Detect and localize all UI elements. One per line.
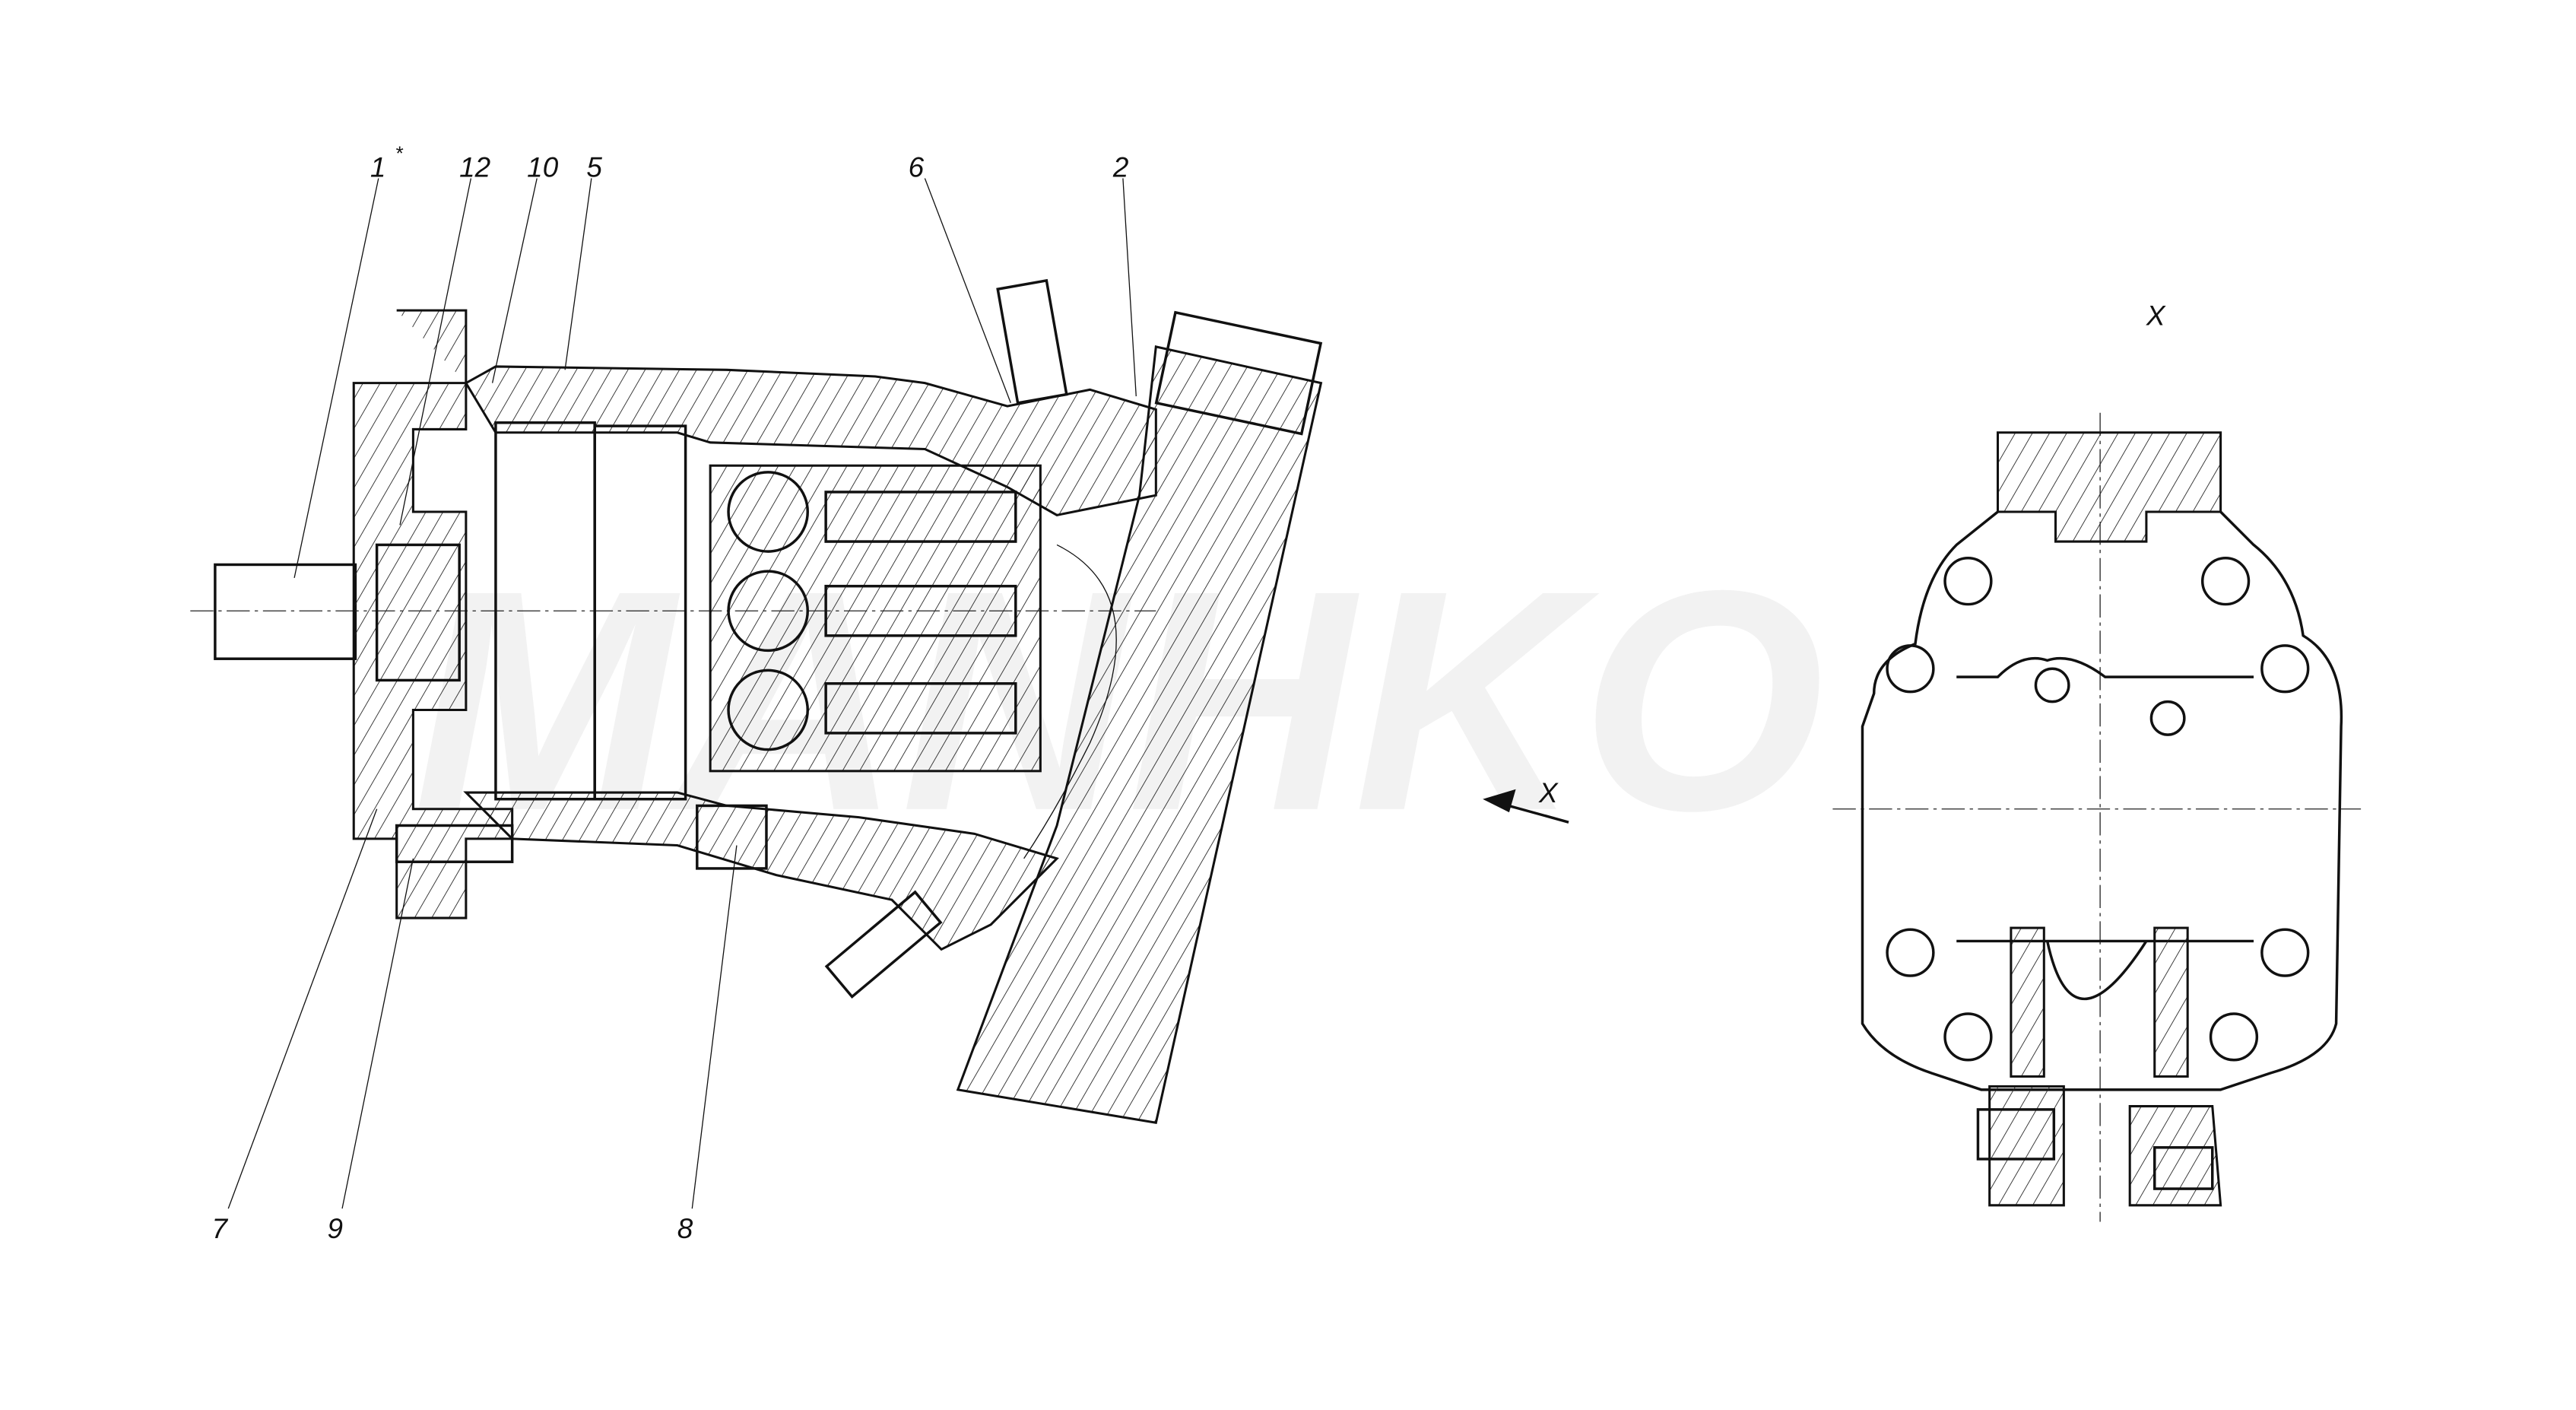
callout-12: 12: [459, 151, 490, 183]
top-plug: [1154, 310, 1323, 436]
bolt-heads: [1886, 557, 2310, 1062]
callout-1-mark: *: [395, 142, 404, 165]
piston-ball: [727, 471, 809, 553]
piston-ball: [727, 570, 809, 653]
callout-6: 6: [909, 151, 925, 183]
bearing-inner: [375, 543, 461, 682]
plug-right: [2153, 1146, 2214, 1190]
callout-8: 8: [677, 1213, 693, 1244]
plug-left: [1976, 1108, 2056, 1161]
callout-1: 1: [370, 151, 386, 183]
view-x-label: X: [2146, 300, 2166, 332]
plug-8: [696, 804, 768, 870]
bolt-6: [996, 278, 1068, 405]
end-housing: [1861, 510, 2343, 1091]
bolt-lower: [824, 890, 943, 999]
top-valve: [1996, 431, 2222, 543]
relief-valve-left: [2010, 926, 2045, 1078]
piston-ball: [727, 668, 809, 751]
cylinder-block: [709, 464, 1042, 773]
callout-5: 5: [586, 151, 602, 183]
callout-10: 10: [527, 151, 559, 183]
callout-2: 2: [1112, 151, 1129, 183]
view-arrow-label: X: [1538, 777, 1559, 808]
callout-9: 9: [328, 1213, 344, 1244]
relief-valve-right: [2153, 926, 2189, 1078]
callout-7: 7: [212, 1213, 229, 1244]
screw-9: [395, 824, 514, 863]
valve-plate-cover: [956, 345, 1323, 1124]
view-arrow: [1483, 789, 1569, 824]
shaft: [214, 563, 357, 660]
motor-section-view: [190, 278, 1323, 1124]
leader-lines: [227, 178, 1137, 1209]
view-x-end-view: [1832, 412, 2362, 1222]
